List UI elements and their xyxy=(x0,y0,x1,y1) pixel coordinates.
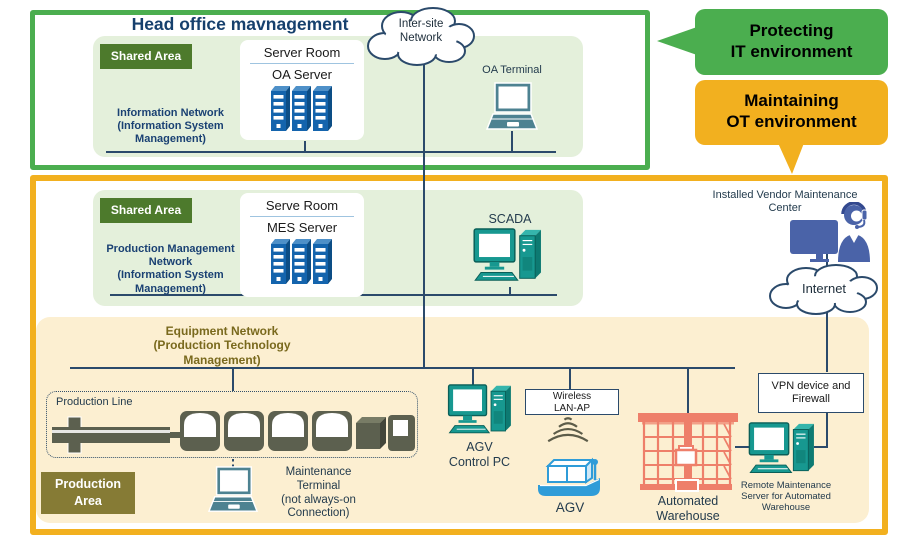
production-management-network-label: Production Management Network (Informati… xyxy=(106,243,235,295)
card-divider xyxy=(250,216,354,217)
oa-terminal-label: OA Terminal xyxy=(482,64,542,76)
agv-control-pc-label: AGV Control PC xyxy=(448,440,511,469)
card-divider xyxy=(250,63,354,64)
oa-server-label: OA Server xyxy=(272,67,332,82)
scada-label: SCADA xyxy=(488,212,532,226)
maintenance-terminal-laptop-icon xyxy=(207,466,259,512)
mes-server-label: MES Server xyxy=(266,220,338,235)
internet-cloud xyxy=(769,264,878,315)
remote-maintenance-server-icon xyxy=(748,422,814,473)
it-shared-area-badge: Shared Area xyxy=(100,44,192,69)
wireless-lan-ap: Wireless LAN-AP xyxy=(525,389,619,415)
it-callout: Protecting IT environment xyxy=(695,9,888,75)
maintenance-terminal-label: Maintenance Terminal (not always-on Conn… xyxy=(281,466,356,520)
ot-callout-tail xyxy=(778,143,804,174)
ot-callout: Maintaining OT environment xyxy=(695,80,888,145)
vendor-center-label: Installed Vendor Maintenance Center xyxy=(712,189,858,215)
server-room-card: Server Room OA Server xyxy=(240,40,364,140)
serve-room-card: Serve Room MES Server xyxy=(240,193,364,297)
agv-label: AGV xyxy=(555,500,585,515)
server-rack-icon xyxy=(271,239,332,284)
inter-site-network-cloud xyxy=(367,7,475,66)
it-title: Head office mavnagement xyxy=(131,14,349,34)
automated-warehouse-icon xyxy=(638,413,738,492)
vpn-firewall-box: VPN device and Firewall xyxy=(758,373,864,413)
scada-pc-icon xyxy=(473,228,541,281)
remote-maintenance-server-label: Remote Maintenance Server for Automated … xyxy=(740,480,832,513)
production-line-box xyxy=(46,391,418,458)
agv-icon xyxy=(538,457,600,496)
inter-site-network-cloud-label: Inter-site Network xyxy=(398,18,444,45)
information-network-label: Information Network (Information System … xyxy=(117,107,224,146)
production-line-label: Production Line xyxy=(56,396,133,408)
production-line-machines-icon xyxy=(52,411,415,454)
server-rack-icon xyxy=(271,86,332,131)
wifi-waves-icon xyxy=(547,417,589,443)
ot-shared-area-badge: Shared Area xyxy=(100,198,192,223)
automated-warehouse-label: Automated Warehouse xyxy=(656,494,720,523)
server-room-title: Server Room xyxy=(263,45,341,60)
vendor-operator-icon xyxy=(790,202,870,262)
it-callout-tail xyxy=(657,27,697,55)
serve-room-title: Serve Room xyxy=(265,198,339,213)
oa-terminal-laptop-icon xyxy=(485,82,539,130)
agv-control-pc-icon xyxy=(447,384,511,434)
equipment-network-label: Equipment Network (Production Technology… xyxy=(153,324,291,367)
production-area-badge: Production Area xyxy=(41,472,135,514)
internet-cloud-label: Internet xyxy=(801,281,847,296)
